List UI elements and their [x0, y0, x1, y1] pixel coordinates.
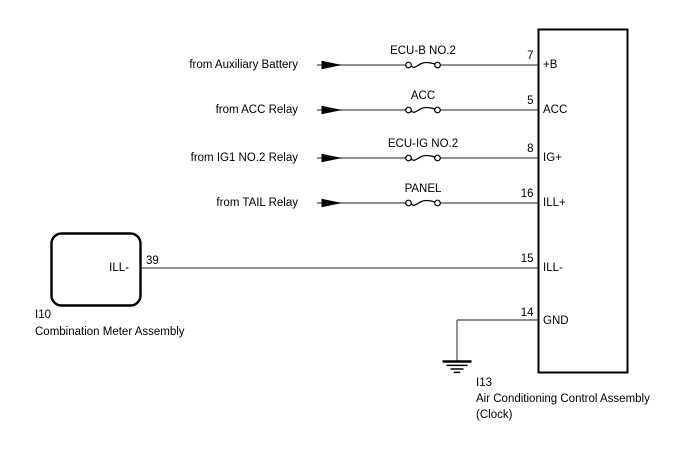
fuse-icon: [405, 154, 441, 162]
component-id: I13: [476, 377, 492, 389]
pin-number: 5: [527, 95, 533, 107]
terminal-label: ILL+: [543, 197, 566, 209]
fuse-icon: [405, 106, 441, 114]
fuse-label: ECU-B NO.2: [390, 45, 456, 57]
pin-number: 8: [527, 143, 533, 155]
ground-row: 14 GND: [442, 307, 569, 374]
terminal-label: ACC: [543, 104, 567, 116]
supply-row: from ACC Relay ACC 5 ACC: [216, 90, 568, 116]
component-name: Air Conditioning Control Assembly: [476, 393, 650, 405]
pin-number: 16: [521, 188, 534, 200]
component-subname: (Clock): [476, 409, 513, 421]
source-label: from Auxiliary Battery: [189, 59, 298, 71]
terminal-label: ILL-: [543, 262, 563, 274]
arrow-icon: [321, 60, 342, 70]
source-label: from ACC Relay: [216, 104, 299, 116]
ill-link-row: 39 15 ILL-: [141, 253, 563, 274]
supply-row: from IG1 NO.2 Relay ECU-IG NO.2 8 IG+: [191, 138, 563, 164]
pin-number: 14: [521, 307, 534, 319]
arrow-icon: [321, 198, 342, 208]
supply-row: from TAIL Relay PANEL 16 ILL+: [216, 183, 566, 209]
source-label: from TAIL Relay: [216, 197, 298, 209]
fuse-label: PANEL: [405, 183, 442, 195]
supply-row: from Auxiliary Battery ECU-B NO.2 7 +B: [189, 45, 557, 71]
ground-icon: [442, 360, 472, 374]
meter-pin-number: 39: [146, 255, 159, 267]
fuse-label: ACC: [411, 90, 435, 102]
fuse-icon: [405, 199, 441, 207]
pin-number: 15: [521, 253, 534, 265]
component-id: I10: [35, 309, 51, 321]
terminal-label: ILL-: [109, 262, 129, 274]
control-assembly-box: [537, 28, 629, 374]
arrow-icon: [321, 105, 342, 115]
arrow-icon: [321, 153, 342, 163]
source-label: from IG1 NO.2 Relay: [191, 152, 299, 164]
fuse-icon: [405, 61, 441, 69]
terminal-label: +B: [543, 59, 558, 71]
terminal-label: IG+: [543, 152, 562, 164]
terminal-label: GND: [543, 315, 569, 327]
component-name: Combination Meter Assembly: [35, 326, 185, 338]
combination-meter-box: [50, 232, 142, 307]
fuse-label: ECU-IG NO.2: [388, 138, 458, 150]
pin-number: 7: [527, 50, 533, 62]
